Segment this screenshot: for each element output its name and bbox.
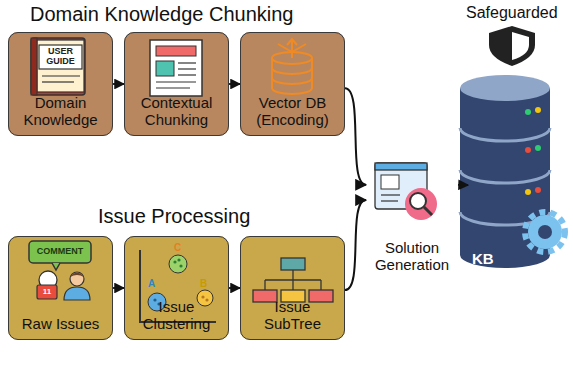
box-fill — [240, 236, 345, 340]
icon-text: 11 — [40, 288, 54, 297]
node-label: Issue Clustering — [131, 299, 223, 333]
box-fill — [124, 236, 229, 340]
section-heading: Domain Knowledge Chunking — [30, 3, 294, 25]
document-icon — [150, 40, 202, 96]
cluster-letter: C — [174, 242, 181, 253]
box-fill — [8, 32, 113, 136]
node-label: Issue SubTree — [247, 299, 339, 333]
connector-arrow — [229, 287, 240, 289]
book-icon — [31, 38, 85, 95]
vector-db-icon — [272, 39, 312, 94]
section-heading: Issue Processing — [98, 205, 250, 227]
process-node: Solution Generation — [366, 160, 458, 278]
connector-arrow — [113, 83, 124, 85]
connector-arrow — [458, 184, 468, 186]
database-icon — [460, 75, 565, 268]
status-label: Safeguarded — [466, 4, 558, 22]
node-label: Raw Issues — [22, 316, 100, 333]
node-label: Contextual Chunking — [131, 95, 223, 129]
database-node: KB — [468, 66, 562, 272]
icon-text: USER GUIDE — [39, 47, 82, 67]
box-fill — [240, 32, 345, 136]
process-box: Issue SubTree — [240, 236, 345, 340]
box-fill — [8, 236, 113, 340]
node-label: Vector DB (Encoding) — [247, 95, 339, 129]
connector-arrow — [113, 287, 124, 289]
icon-text: COMMENT — [33, 247, 87, 257]
cluster-letter: A — [148, 278, 155, 289]
comment-icon — [29, 241, 91, 300]
tree-icon — [253, 258, 333, 302]
connector-arrow — [345, 88, 366, 185]
process-box: Contextual Chunking — [124, 32, 229, 136]
shield-icon — [489, 26, 535, 66]
box-fill — [124, 32, 229, 136]
cluster-letter: B — [200, 278, 207, 289]
connector-arrow — [345, 200, 366, 290]
connector-arrow — [229, 83, 240, 85]
node-label: Domain Knowledge — [15, 95, 107, 129]
node-label: KB — [472, 251, 494, 268]
node-label: Solution Generation — [366, 240, 458, 274]
process-box: Vector DB (Encoding) — [240, 32, 345, 136]
box-fills — [8, 32, 345, 340]
solution-icon — [375, 163, 437, 220]
